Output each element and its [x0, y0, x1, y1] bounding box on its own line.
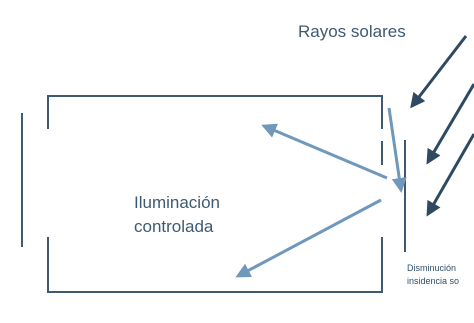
diffuse-ray-up	[261, 123, 388, 180]
reduced-incidence-line-2: insidencia so	[407, 276, 460, 286]
diffuse-rays	[235, 107, 407, 278]
reduced-incidence-line-1: Disminución	[407, 263, 457, 273]
reduced-incidence-label: Disminución insidencia so	[407, 262, 474, 288]
room-outline	[21, 95, 383, 293]
controlled-lighting-line-2: controlada	[134, 217, 214, 236]
room-top-wall	[47, 95, 383, 129]
controlled-lighting-line-1: Iluminación	[134, 193, 220, 212]
sun-ray-2	[426, 83, 474, 165]
sun-ray-3	[426, 133, 474, 217]
sun-ray-1	[410, 35, 468, 109]
room-bottom-wall	[47, 237, 383, 293]
diffuse-ray-down	[235, 198, 382, 278]
diffuse-ray-entry	[387, 107, 407, 193]
sun-rays	[410, 35, 474, 217]
controlled-lighting-label: Iluminación controlada	[134, 191, 264, 239]
sun-rays-label: Rayos solares	[298, 22, 406, 41]
